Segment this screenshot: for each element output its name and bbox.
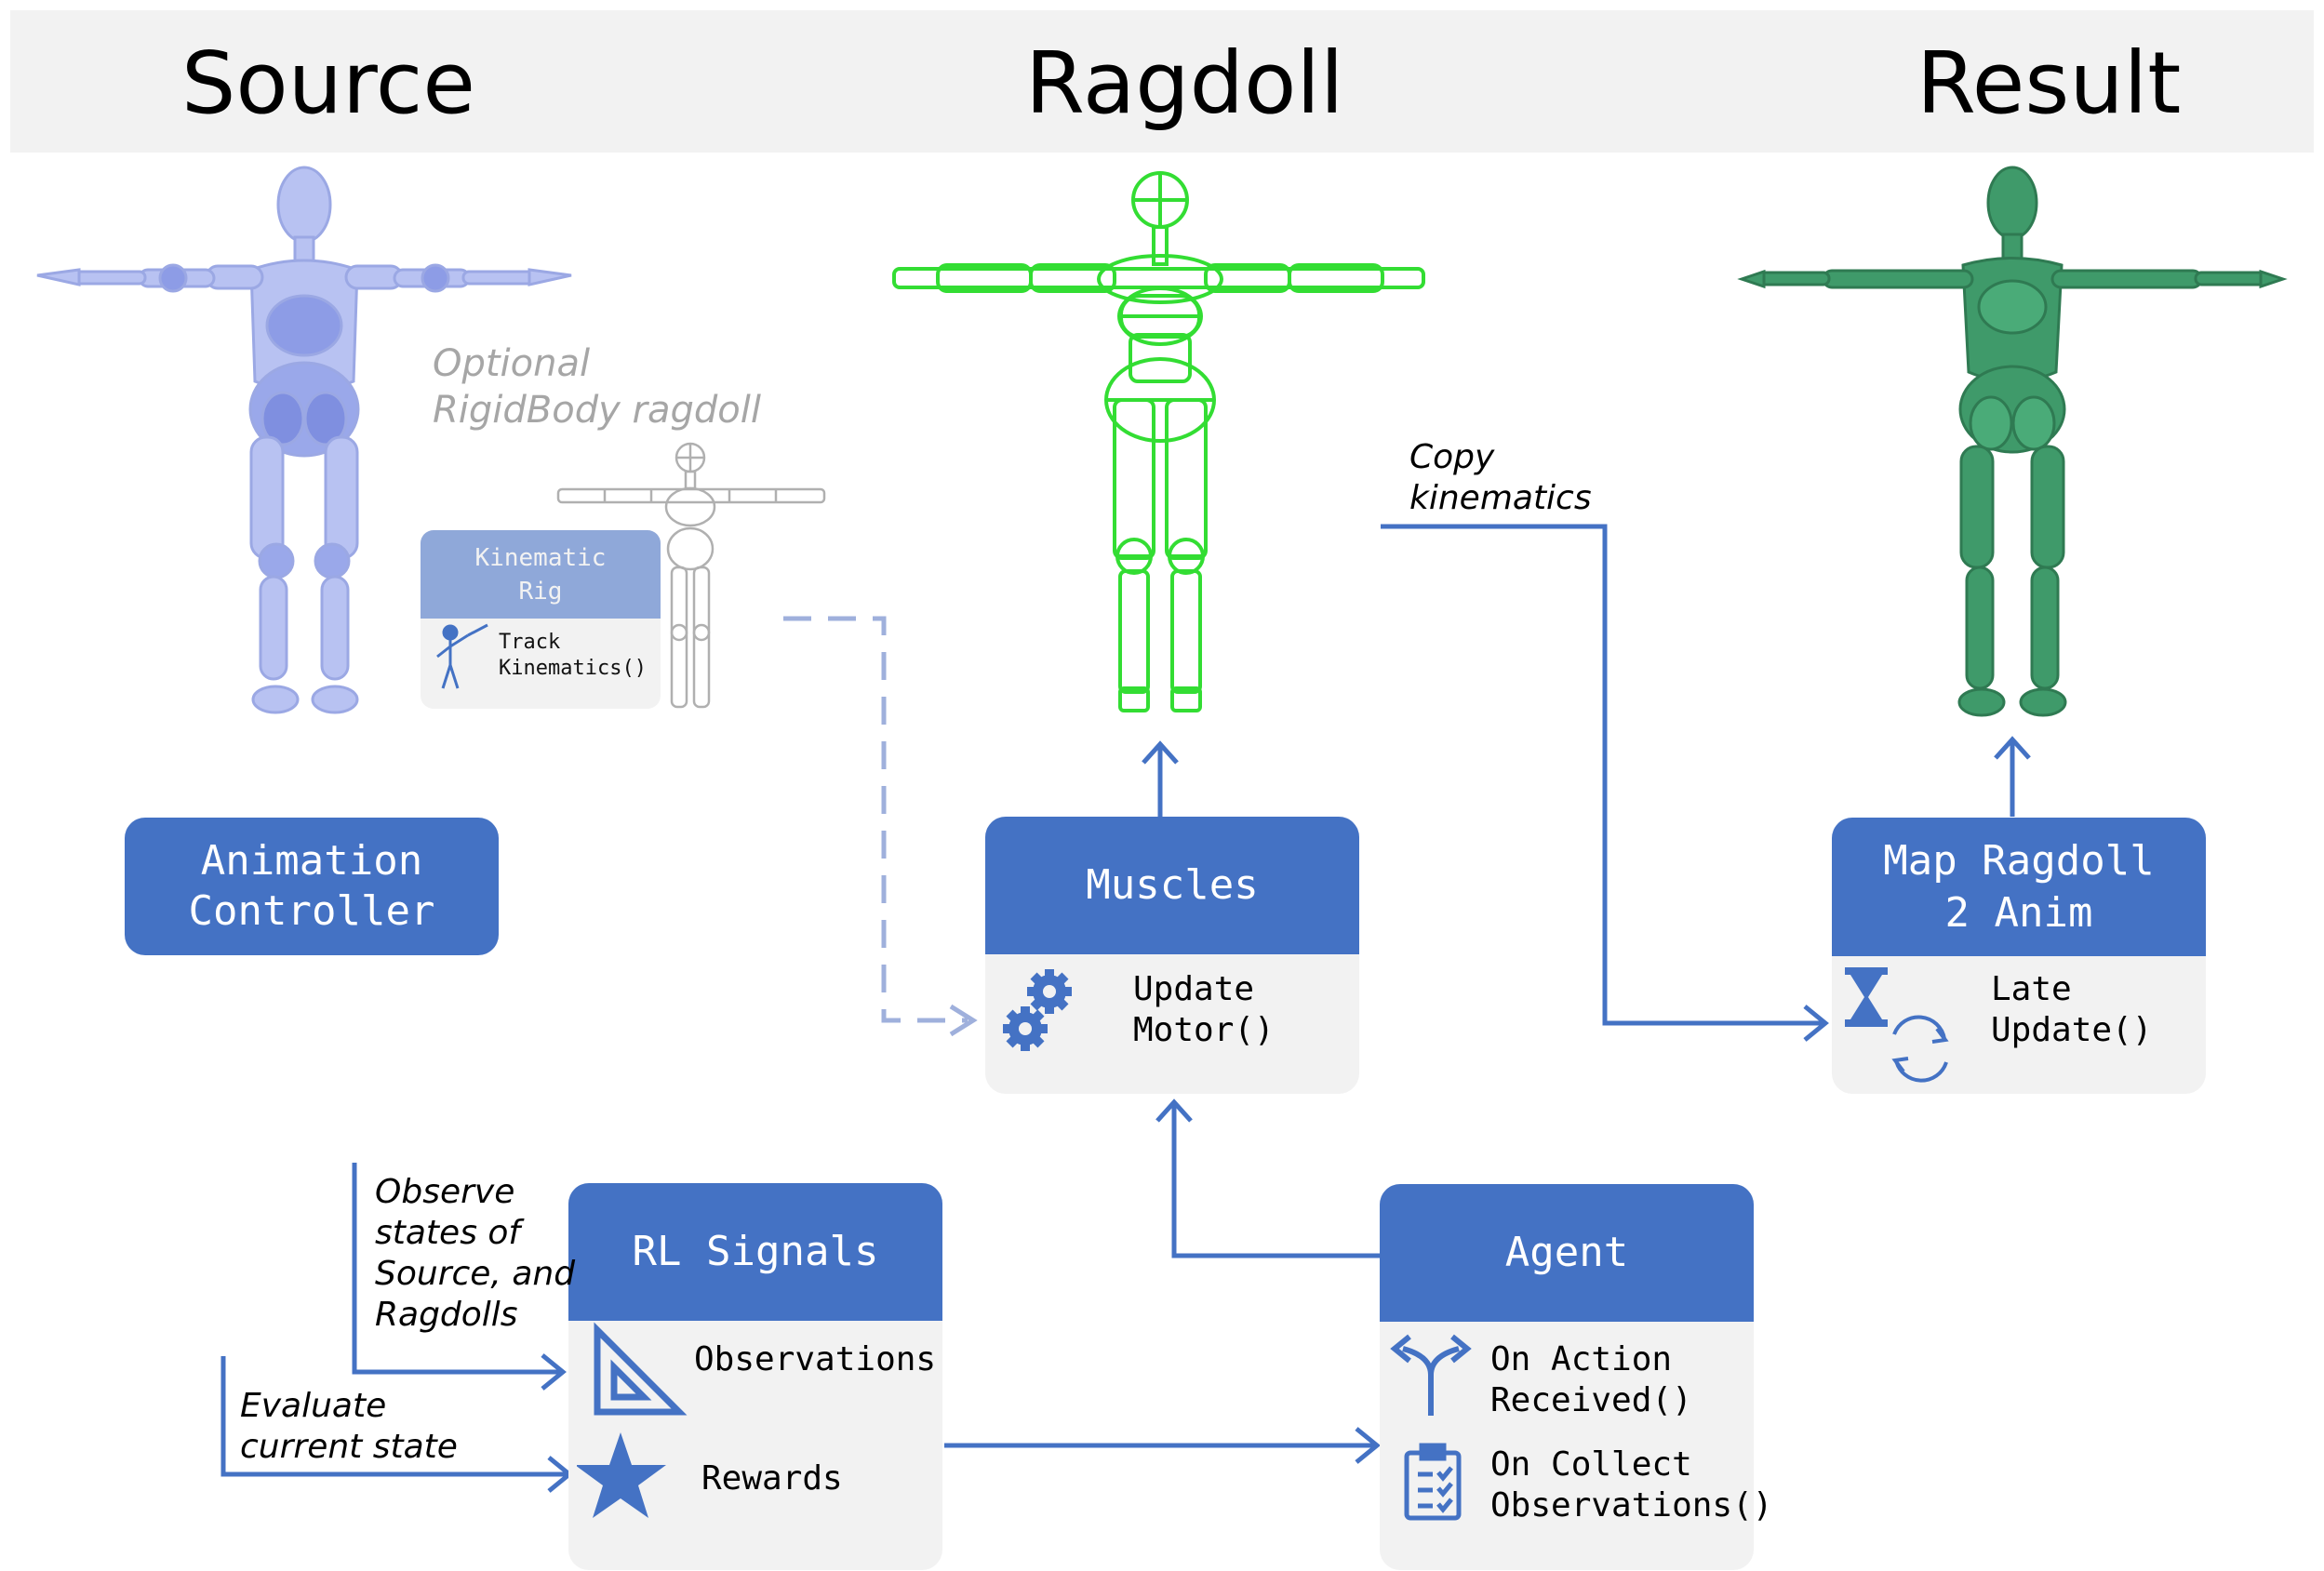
figure-pointing-icon [436, 623, 488, 689]
optional-ragdoll-label: Optional RigidBody ragdoll [433, 342, 761, 432]
kinematic-rig-card[interactable]: Kinematic Rig Track Kinematics() [421, 530, 661, 709]
map-ragdoll-box[interactable]: Map Ragdoll 2 Anim [1832, 818, 2206, 1094]
dashed-connector [783, 616, 978, 1037]
on-action-label: On Action Received() [1490, 1340, 1692, 1419]
muscles-method: Update Motor() [1133, 970, 1275, 1049]
ragdoll-title: Ragdoll [1025, 33, 1344, 133]
header-band [10, 10, 2314, 153]
rewards-label: Rewards [701, 1459, 843, 1498]
triangle-ruler-icon [577, 1322, 688, 1518]
kinematic-rig-title: Kinematic Rig [421, 530, 661, 619]
map-ragdoll-title: Map Ragdoll 2 Anim [1832, 818, 2206, 956]
clipboard-icon [1404, 1443, 1462, 1521]
optional-wire-ragdoll [556, 442, 826, 709]
observations-label: Observations [694, 1340, 937, 1378]
kinematic-rig-method: Track Kinematics() [499, 631, 647, 680]
evaluate-label: Evaluate current state [240, 1387, 458, 1466]
result-title: Result [1917, 33, 2182, 133]
ragdoll-wireframe [892, 171, 1425, 712]
animation-controller-box[interactable]: Animation Controller [125, 818, 499, 955]
agent-title: Agent [1380, 1184, 1754, 1322]
muscles-title: Muscles [985, 817, 1359, 954]
result-figure [1737, 166, 2288, 717]
solid-connectors [220, 524, 2031, 1493]
map-ragdoll-method: Late Update() [1991, 970, 2153, 1049]
hourglass-icon [1845, 967, 1949, 1083]
observe-label: Observe states of Source, and Ragdolls [375, 1173, 576, 1334]
gears-icon [1003, 969, 1072, 1051]
star-icon [577, 1432, 666, 1518]
source-title: Source [181, 33, 475, 133]
muscles-box[interactable]: Muscles [985, 817, 1359, 1094]
copy-kinematics-label: Copy kinematics [1409, 438, 1592, 517]
rl-signals-box[interactable]: RL Signals [568, 1183, 942, 1570]
on-collect-label: On Collect Observations() [1490, 1445, 1773, 1524]
source-figure [36, 166, 572, 714]
rl-signals-title: RL Signals [568, 1183, 942, 1321]
fork-arrows-icon [1390, 1334, 1472, 1521]
